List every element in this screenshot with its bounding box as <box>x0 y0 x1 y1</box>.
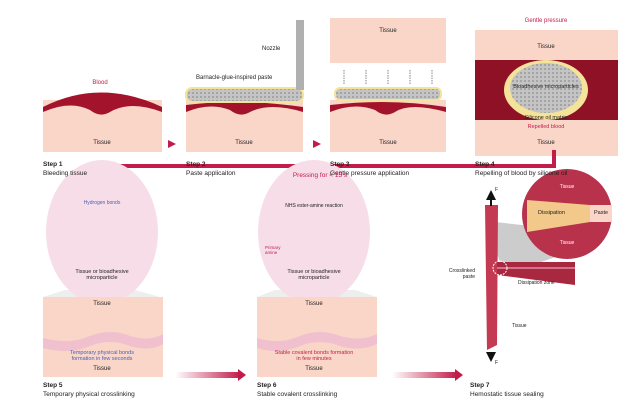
paste-label: Paste <box>594 210 609 216</box>
repelled-blood-label: Repelled blood <box>527 124 565 130</box>
tissue-label: Tissue <box>379 28 397 34</box>
paste-label: Barnacle-glue-inspired paste <box>196 75 273 81</box>
microparticles-label: Bioadhesive microparticles <box>513 84 579 90</box>
tissue-or-particle-label: Tissue or bioadhesive microparticle <box>287 269 341 281</box>
dissipation-label: Dissipation <box>538 210 565 216</box>
tissue-label: Tissue <box>305 366 323 372</box>
dissipation-zone-label: Dissipation zone <box>518 280 555 286</box>
hydrogen-bonds-label: Hydrogen bonds <box>83 200 121 206</box>
tissue-label: Tissue <box>305 301 323 307</box>
step4-panel <box>475 30 618 156</box>
tissue-label: Tissue <box>559 184 575 190</box>
nhs-reaction-label: NHS ester-amine reaction <box>285 203 343 209</box>
step7-sealing <box>485 169 612 362</box>
pressing-label: Pressing for < 15 s <box>292 172 348 179</box>
nozzle-label: Nozzle <box>262 46 281 52</box>
gentle-pressure-label: Gentle pressure <box>524 18 568 24</box>
silicone-oil-label: Silicone oil matrix <box>524 115 568 121</box>
arrow-icon <box>238 369 246 381</box>
crosslinked-paste-label: Crosslinked paste <box>448 268 475 280</box>
step3-panel <box>330 18 446 152</box>
step1-panel <box>43 92 162 152</box>
tissue-label: Tissue <box>559 240 575 246</box>
arrow-icon <box>455 369 463 381</box>
tissue-label: Tissue <box>93 366 111 372</box>
tissue-label: Tissue <box>93 140 111 146</box>
nozzle <box>296 20 304 90</box>
tissue-label: Tissue <box>93 301 111 307</box>
blood-label: Blood <box>92 80 108 86</box>
force-label: F <box>495 360 499 366</box>
force-label: F <box>495 187 499 193</box>
tissue-label: Tissue <box>379 140 397 146</box>
tissue-or-particle-label: Tissue or bioadhesive microparticle <box>75 269 129 281</box>
tissue-label: Tissue <box>512 323 527 329</box>
step5-zoom <box>43 160 163 377</box>
stable-bonds-label: Stable covalent bonds formation in few m… <box>274 350 354 362</box>
arrow-icon <box>313 140 321 148</box>
temporary-bonds-label: Temporary physical bonds formation in fe… <box>70 350 134 362</box>
step2-panel <box>185 20 304 152</box>
step6-zoom <box>257 160 377 377</box>
tissue-label: Tissue <box>537 44 555 50</box>
tissue-label: Tissue <box>235 140 253 146</box>
arrow-icon <box>168 140 176 148</box>
primary-amine-label: Primary amine <box>265 245 281 255</box>
tissue-label: Tissue <box>537 140 555 146</box>
